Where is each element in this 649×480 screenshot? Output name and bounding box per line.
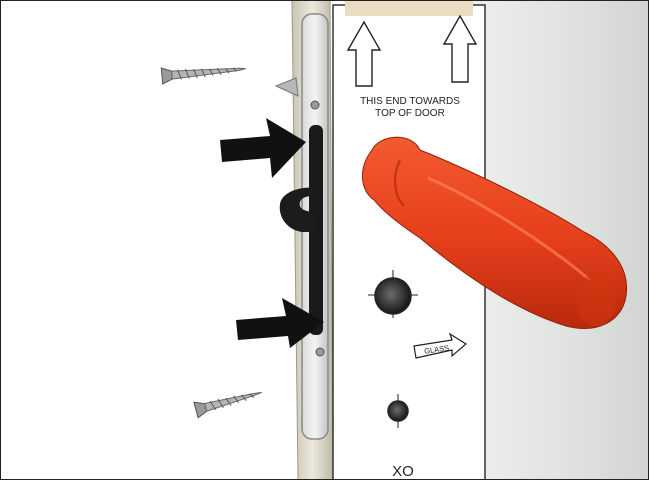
template-tape bbox=[345, 0, 473, 16]
instruction-line-2: TOP OF DOOR bbox=[375, 108, 445, 119]
top-pin bbox=[276, 78, 298, 96]
screw-icon bbox=[161, 61, 246, 84]
screw-icon bbox=[194, 385, 264, 418]
instruction-line-1: THIS END TOWARDS bbox=[360, 96, 460, 107]
plate-screw-hole-top bbox=[311, 101, 319, 109]
bottom-label: XO bbox=[392, 463, 414, 480]
plate-screw-hole-bottom bbox=[316, 348, 324, 356]
